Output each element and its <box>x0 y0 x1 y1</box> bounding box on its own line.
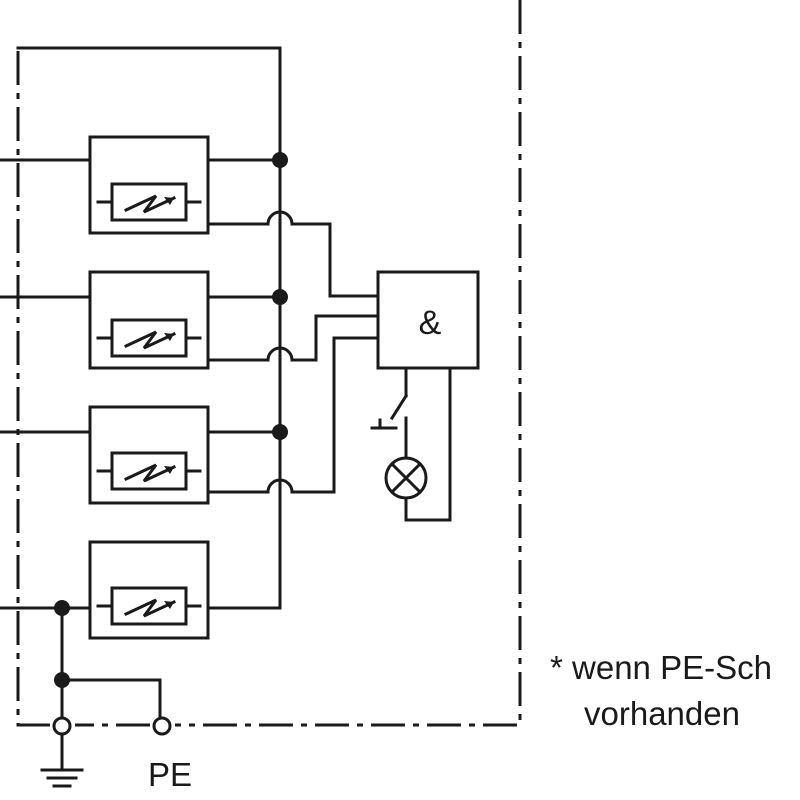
signal-lamp-icon <box>384 456 428 500</box>
input-lines <box>0 158 92 610</box>
lightning-arrow-icon <box>124 463 176 483</box>
module-outputs <box>206 158 282 434</box>
signal-lines <box>206 210 380 494</box>
lightning-arrow-icon <box>124 194 176 214</box>
spd-module-1 <box>88 135 210 235</box>
spd-module-icon <box>110 182 188 222</box>
pe-label: PE <box>148 756 192 793</box>
spd-module-icon <box>110 586 188 626</box>
footnote: * wenn PE-Sch vorhanden <box>550 645 772 737</box>
and-gate-label: & <box>419 304 442 342</box>
and-gate: & <box>376 270 480 370</box>
footnote-line-1: * wenn PE-Sch <box>550 649 772 686</box>
housing-boundary <box>16 0 522 727</box>
spd-module-3 <box>88 405 210 505</box>
indicator-circuit <box>370 366 452 522</box>
common-bus <box>16 46 282 610</box>
footnote-line-2: vorhanden <box>584 695 740 732</box>
spd-module-icon <box>110 318 188 358</box>
spd-module-icon <box>110 451 188 491</box>
lightning-arrow-icon <box>124 598 176 618</box>
switch-contact-icon <box>389 393 409 421</box>
ground-icon <box>40 732 84 788</box>
lightning-arrow-icon <box>124 330 176 350</box>
spd-module-2 <box>88 270 210 370</box>
spd-module-4 <box>88 540 210 640</box>
bus-junctions <box>272 152 288 440</box>
